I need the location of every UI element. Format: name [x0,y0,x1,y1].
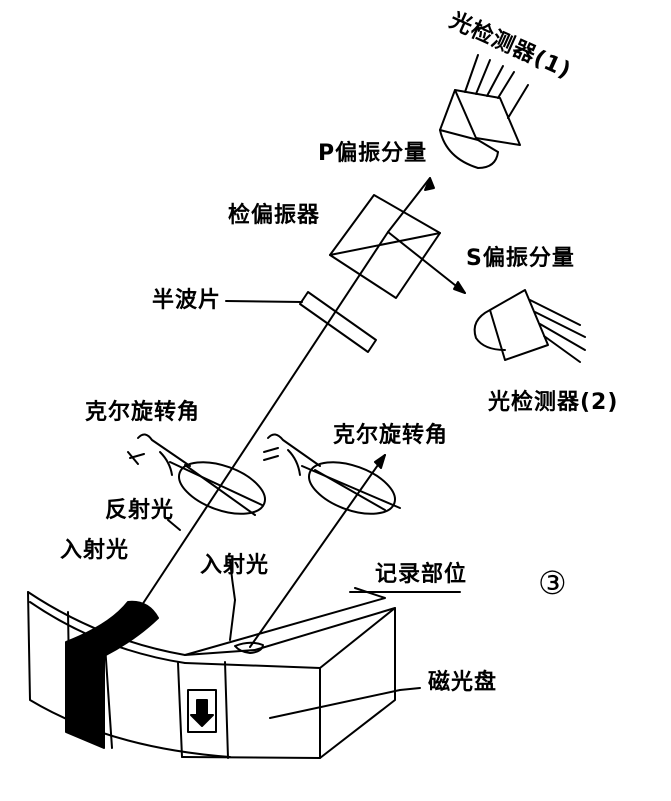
record-spot [234,641,264,654]
kerr-angle-right-label: 克尔旋转角 [333,423,449,448]
kerr-angle-left-label: 克尔旋转角 [85,400,201,425]
kerr-rotation-left [127,433,266,516]
s-component-label: S偏振分量 [466,246,575,271]
right-incident-beam [249,454,386,648]
p-component-beam [387,177,431,233]
disk-label: 磁光盘 [428,670,498,695]
detector2-label: 光检测器(2) [488,390,619,415]
incident-left-label: 入射光 [60,538,130,563]
s-component-beam [387,231,466,294]
half-wave-leader [225,300,303,303]
incident-right-label: 入射光 [200,553,270,578]
recorded-mark [65,600,159,749]
analyzer-label: 检偏振器 [228,203,321,228]
photodetector-1 [439,54,529,169]
main-beam [139,231,389,609]
half-wave-plate [299,291,377,353]
down-arrow-icon [187,689,217,733]
figure-number: ③ [538,564,567,602]
half-wave-label: 半波片 [152,288,222,313]
record-position-label: 记录部位 [375,562,468,587]
analyzer-cube [329,194,441,299]
disk-leader [269,689,401,719]
photodetector-2 [473,289,586,363]
kerr-rotation-right [263,433,401,515]
reflected-light-label: 反射光 [105,498,175,523]
p-component-label: P偏振分量 [318,141,428,166]
